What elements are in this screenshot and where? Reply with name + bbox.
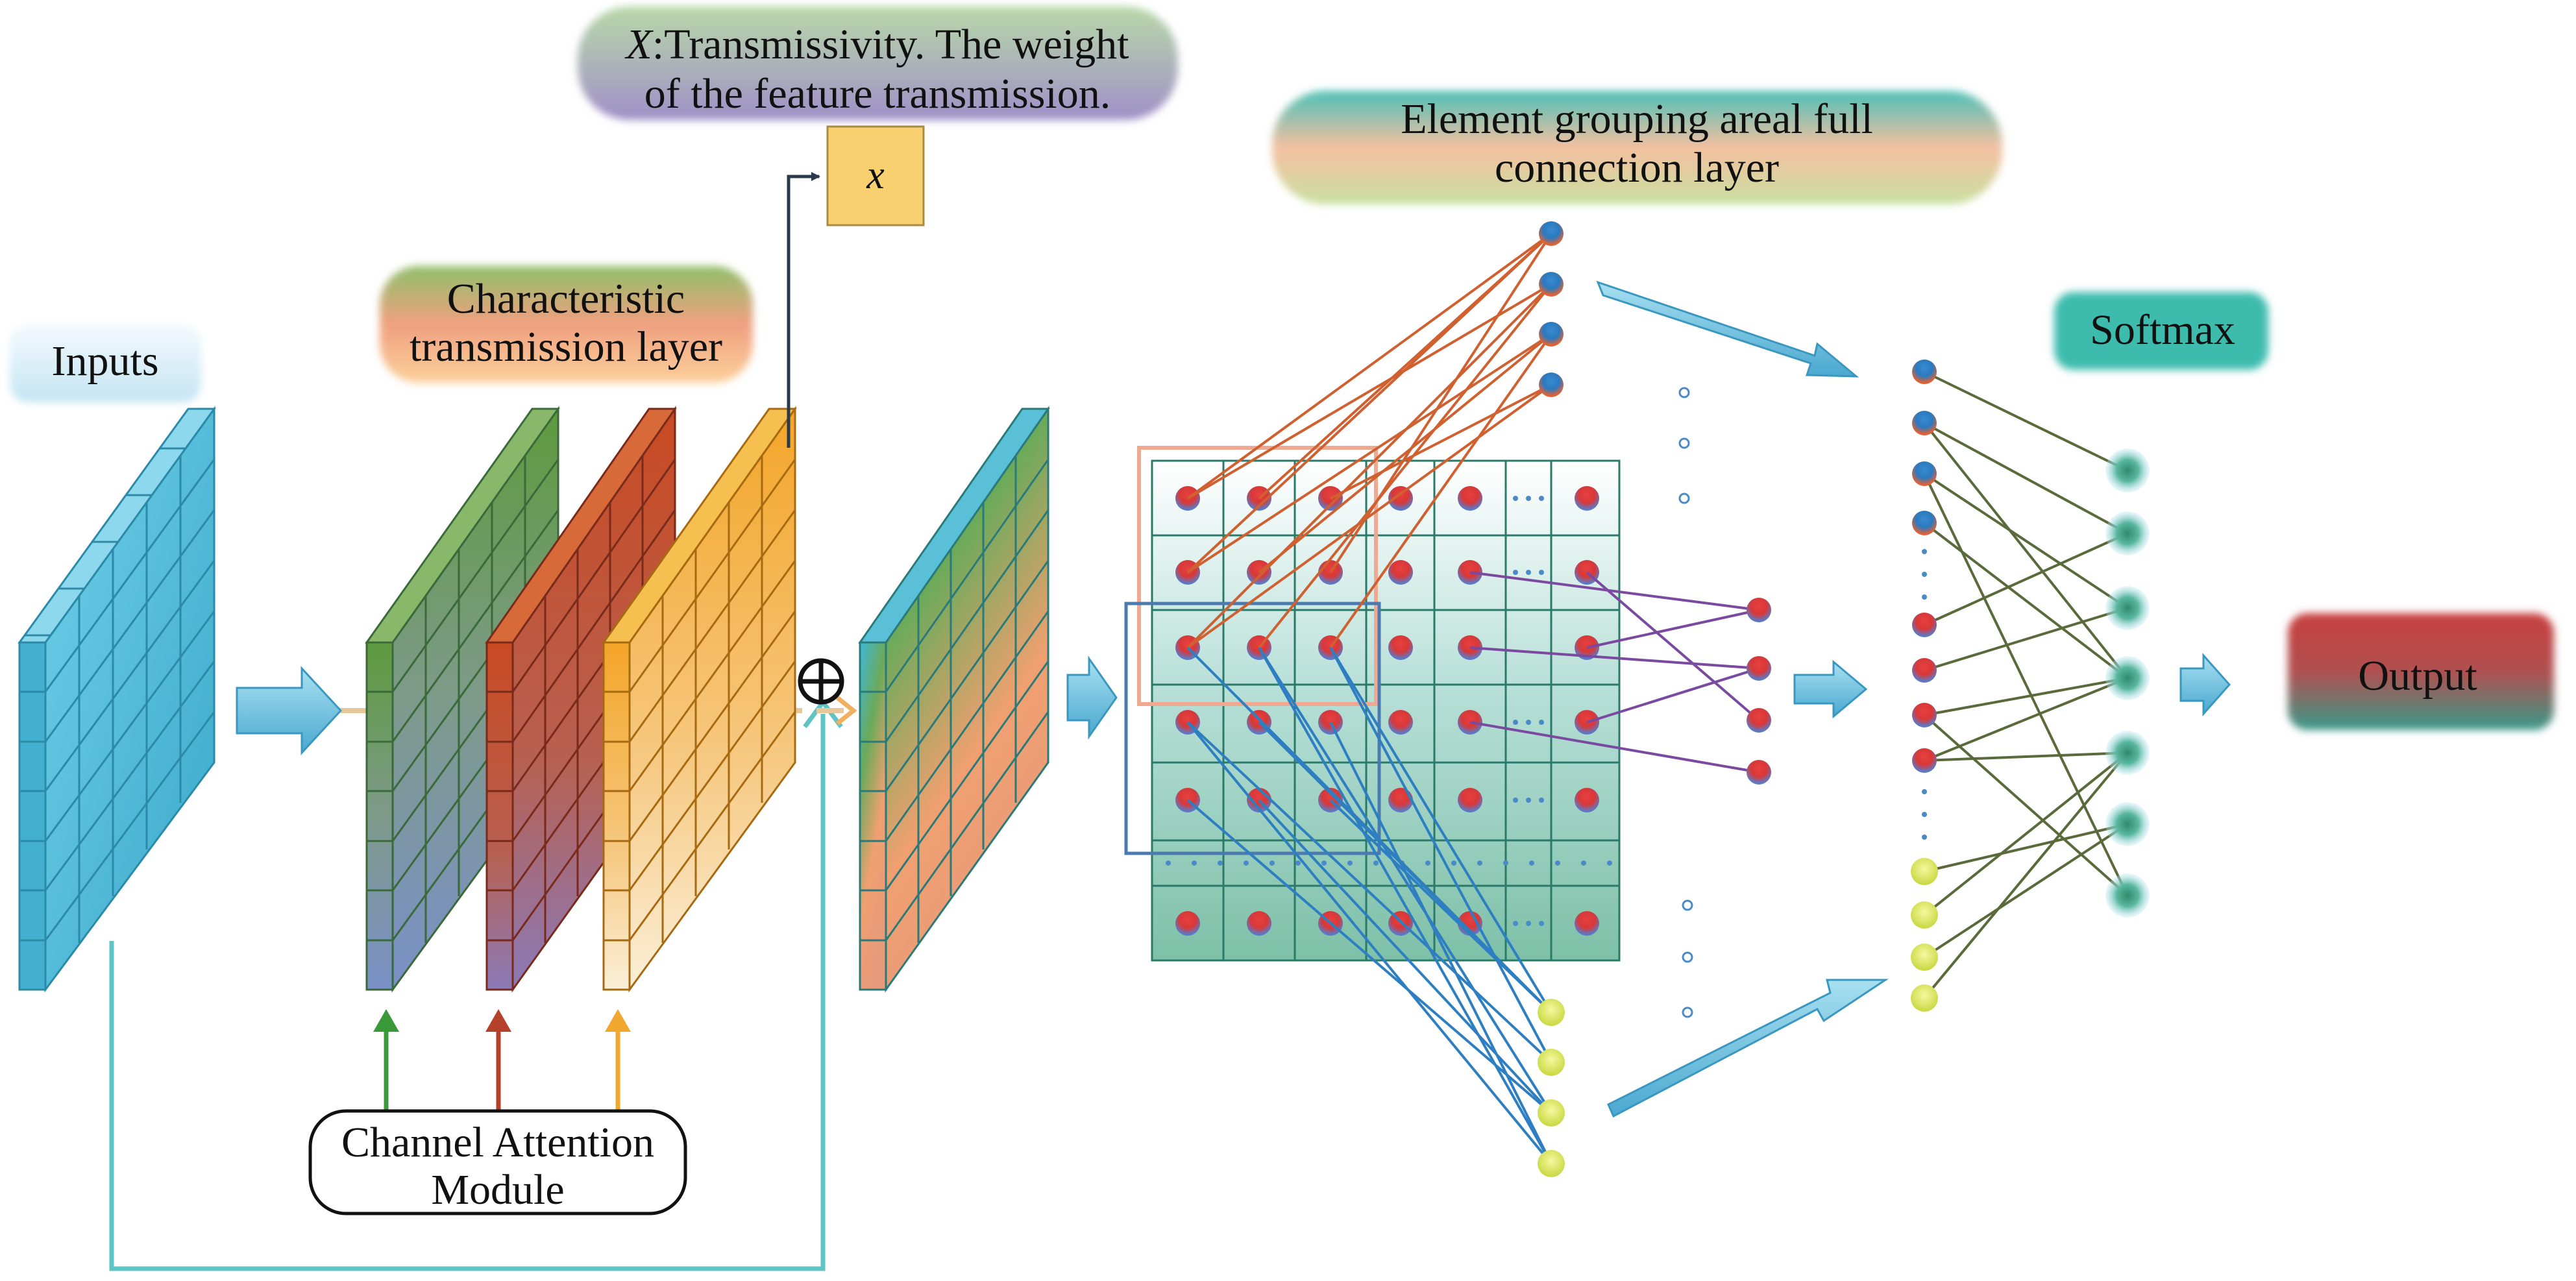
channel-attention-module: Channel Attention Module [308,1109,687,1215]
upper-merge-arrow [1596,280,1859,378]
flow-arrowhead [835,696,857,726]
purple-connection-lines [1469,571,1760,774]
forward-arrow-1 [236,666,343,755]
svg-text:of the feature transmission.: of the feature transmission. [644,70,1110,117]
output-arrow [2179,653,2231,716]
red-connection-lines [1186,232,1552,649]
svg-text:Element grouping areal full: Element grouping areal full [1401,95,1873,143]
fused-feature-block [858,406,1050,993]
grouping-grid [1124,446,1621,962]
ellipsis-dots [1678,387,1693,1018]
element-wise-sum-icon [798,658,844,705]
transmission-layer-label: Characteristic transmission layer [380,266,753,383]
channel-attention-arrows [373,1009,631,1113]
svg-text:connection layer: connection layer [1495,144,1779,191]
middle-group-nodes [1747,598,1771,785]
input-feature-block [18,406,216,993]
softmax-nodes [2105,448,2150,918]
svg-text:transmission layer: transmission layer [410,323,722,371]
output-label: Output [2288,613,2554,730]
svg-text:x: x [866,153,885,197]
svg-text:Inputs: Inputs [52,337,159,385]
orange-feature-block [602,406,797,993]
grouping-layer-label: Element grouping areal full connection l… [1272,91,2002,204]
inputs-label: Inputs [10,324,201,402]
upper-group-nodes [1539,221,1564,397]
blue-connection-lines [1186,646,1552,1165]
transmissivity-connector [787,172,820,448]
green-feature-block [365,406,560,993]
transmissivity-label: X:Transmissivity. The weight of the feat… [578,6,1178,120]
x-weight-box: x [826,125,925,226]
forward-arrow-2 [1066,655,1118,740]
svg-text:Channel Attention: Channel Attention [341,1119,654,1166]
softmax-connection-lines [1923,371,2129,999]
final-column-nodes [1911,360,1938,1012]
middle-merge-arrow [1793,659,1868,719]
lower-group-nodes [1538,999,1565,1177]
skip-connection-line [109,714,826,1271]
svg-text:Softmax: Softmax [2090,306,2235,354]
softmax-label: Softmax [2054,292,2268,370]
svg-text:Characteristic: Characteristic [447,275,685,323]
lower-merge-arrow [1607,979,1889,1118]
svg-text:Output: Output [2358,652,2477,700]
svg-text:Module: Module [431,1166,564,1214]
svg-text:X:Transmissivity. The weight: X:Transmissivity. The weight [624,21,1129,68]
